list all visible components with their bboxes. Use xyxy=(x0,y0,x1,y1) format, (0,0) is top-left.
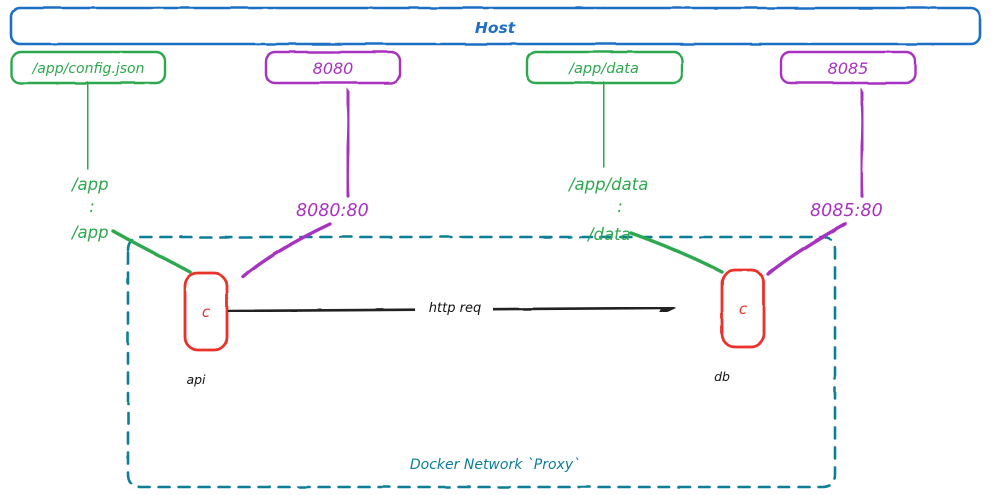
container-api-outline xyxy=(183,271,229,352)
docker-network-outline xyxy=(126,235,837,489)
container-api-name: api xyxy=(186,372,206,387)
host-label: Host xyxy=(475,19,516,37)
http-request-label-backdrop xyxy=(415,296,493,316)
mapping-api-volume-line-2: /app xyxy=(70,223,109,242)
host-port-8080-box[interactable]: 8080 xyxy=(264,50,402,85)
volume-arrow-db-up xyxy=(595,80,614,168)
mapping-api-port-label: 8080:80 xyxy=(296,201,369,221)
host-box: Host xyxy=(9,6,982,46)
http-request-label: http req xyxy=(429,301,481,316)
mapping-db-volume-line-0: /app/data xyxy=(567,175,648,194)
docker-network-box: Docker Network `Proxy` xyxy=(126,235,837,489)
host-volume-config-box[interactable]: /app/config.json xyxy=(10,50,167,85)
port-link-api-container xyxy=(241,222,332,279)
mapping-db-volume-label: /app/data : /data xyxy=(567,175,648,244)
container-api[interactable]: c api xyxy=(183,271,229,387)
mapping-db-volume-line-1: : xyxy=(617,197,623,216)
container-db[interactable]: c db xyxy=(714,268,766,384)
volume-link-api-container xyxy=(111,229,192,274)
http-request-arrow: http req xyxy=(227,296,677,318)
host-volume-config-label: /app/config.json xyxy=(31,61,145,77)
host-port-8080-outline xyxy=(264,50,402,85)
mapping-api-volume-line-1: : xyxy=(89,197,95,216)
host-box-outline xyxy=(9,6,982,46)
volume-arrow-api-up xyxy=(79,80,98,170)
mapping-api-volume-line-0: /app xyxy=(70,175,109,194)
host-port-8085-box[interactable]: 8085 xyxy=(779,50,917,85)
volume-link-db-container xyxy=(629,231,724,274)
port-arrow-api-up xyxy=(339,85,358,198)
host-volume-data-box[interactable]: /app/data xyxy=(525,50,684,85)
host-port-8085-label: 8085 xyxy=(828,59,869,78)
container-db-glyph: c xyxy=(739,300,748,318)
host-port-8080-label: 8080 xyxy=(313,59,354,78)
container-db-outline xyxy=(720,268,766,349)
host-volume-data-label: /app/data xyxy=(567,61,639,77)
docker-network-label: Docker Network `Proxy` xyxy=(410,457,580,473)
container-api-glyph: c xyxy=(202,303,211,321)
docker-network-label-backdrop xyxy=(383,452,608,474)
port-link-db-container xyxy=(766,222,847,276)
mapping-db-port-label: 8085:80 xyxy=(810,201,883,221)
mapping-db-volume-line-2: /data xyxy=(586,225,631,244)
container-db-name: db xyxy=(714,369,730,384)
port-arrow-db-up xyxy=(853,85,872,198)
host-port-8085-outline xyxy=(779,50,917,85)
mapping-api-volume-label: /app : /app xyxy=(70,175,109,242)
